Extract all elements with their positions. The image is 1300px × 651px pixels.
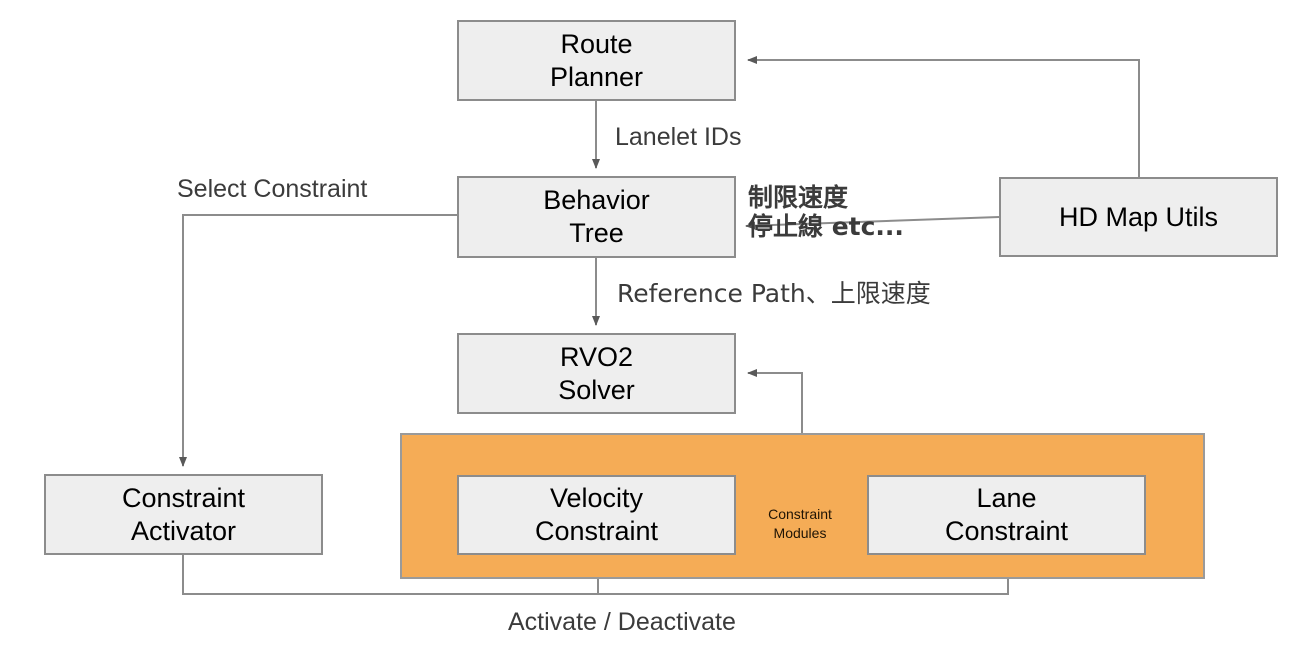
node-lane-constraint[interactable]: Lane Constraint xyxy=(867,475,1146,555)
edge-label-map-attributes: 制限速度 停止線 etc... xyxy=(748,183,904,241)
node-rvo2-solver[interactable]: RVO2 Solver xyxy=(457,333,736,414)
edge-label-reference-path: Reference Path、上限速度 xyxy=(617,279,931,308)
node-velocity-constraint[interactable]: Velocity Constraint xyxy=(457,475,736,555)
node-hd-map-utils[interactable]: HD Map Utils xyxy=(999,177,1278,257)
edge-label-activate-deactivate: Activate / Deactivate xyxy=(508,608,736,636)
connector-constraint-modules-to-rvo2-solver xyxy=(747,369,803,433)
edge-label-lanelet-ids: Lanelet IDs xyxy=(615,123,742,151)
node-route-planner[interactable]: Route Planner xyxy=(457,20,736,101)
connector-behavior-tree-to-constraint-activator xyxy=(179,214,457,467)
node-constraint-activator[interactable]: Constraint Activator xyxy=(44,474,323,555)
node-behavior-tree[interactable]: Behavior Tree xyxy=(457,176,736,258)
edge-label-select-constraint: Select Constraint xyxy=(177,175,368,203)
connector-hd-map-utils-to-route-planner xyxy=(747,56,1140,177)
constraint-modules-label: Constraint Modules xyxy=(768,506,832,541)
